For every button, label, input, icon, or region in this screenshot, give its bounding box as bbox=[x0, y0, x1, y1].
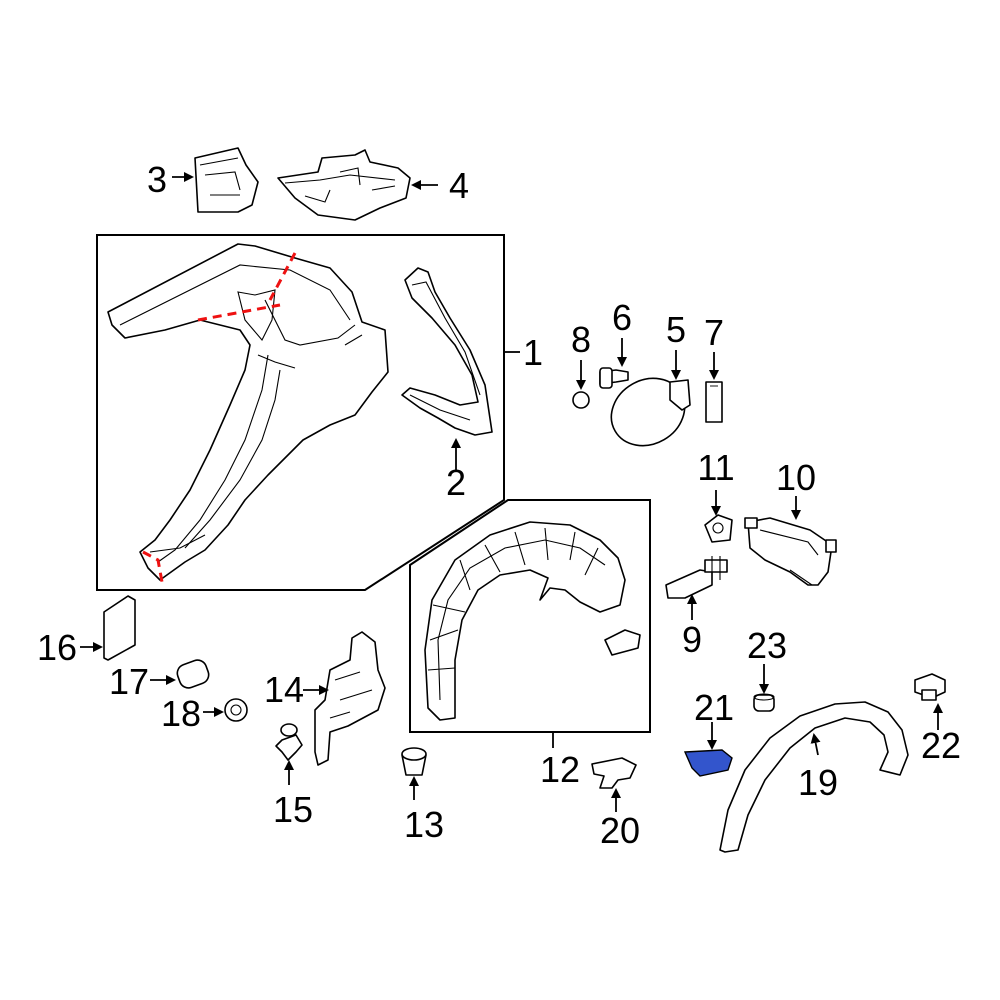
callout-18: 18 bbox=[161, 693, 201, 734]
part-22-bolt bbox=[914, 673, 946, 730]
callout-16: 16 bbox=[37, 627, 77, 668]
part-3-bracket bbox=[172, 147, 259, 213]
part-1-quarter-panel bbox=[107, 243, 389, 581]
callout-1: 1 bbox=[523, 332, 543, 373]
callout-22: 22 bbox=[921, 725, 961, 766]
callout-17: 17 bbox=[109, 661, 149, 702]
assembly-frame-1 bbox=[96, 234, 505, 591]
part-5-fuel-door bbox=[610, 350, 691, 447]
part-8-grommet bbox=[572, 360, 590, 409]
callout-labels: 1 2 3 4 5 6 7 8 9 10 11 12 13 14 15 16 1… bbox=[37, 159, 961, 851]
part-7-pad bbox=[705, 352, 723, 423]
callout-21: 21 bbox=[694, 687, 734, 728]
callout-6: 6 bbox=[612, 297, 632, 338]
part-20-clip bbox=[591, 757, 637, 812]
callout-5: 5 bbox=[666, 309, 686, 350]
callout-2: 2 bbox=[446, 462, 466, 503]
part-16-pad bbox=[80, 595, 136, 661]
callout-15: 15 bbox=[273, 789, 313, 830]
callout-7: 7 bbox=[704, 312, 724, 353]
part-14-shield bbox=[303, 631, 386, 766]
callout-10: 10 bbox=[776, 457, 816, 498]
part-9-lock-rod bbox=[665, 556, 728, 620]
part-19-arch-molding bbox=[719, 701, 909, 853]
part-6-screw bbox=[599, 338, 629, 389]
part-17-plug bbox=[150, 659, 210, 689]
callout-23: 23 bbox=[747, 625, 787, 666]
part-2-extension bbox=[401, 267, 493, 436]
callout-8: 8 bbox=[571, 319, 591, 360]
callout-9: 9 bbox=[682, 619, 702, 660]
callout-20: 20 bbox=[600, 810, 640, 851]
cut-line-rocker bbox=[142, 550, 164, 583]
part-18-grommet bbox=[203, 698, 248, 722]
callout-13: 13 bbox=[404, 804, 444, 845]
cut-line-upper bbox=[268, 252, 297, 301]
part-23-nut bbox=[753, 664, 775, 712]
part-13-clip bbox=[401, 747, 427, 800]
callout-11: 11 bbox=[697, 447, 734, 488]
part-15-clip bbox=[275, 723, 303, 785]
callout-3: 3 bbox=[147, 159, 167, 200]
callout-4: 4 bbox=[449, 165, 469, 206]
callout-19: 19 bbox=[798, 762, 838, 803]
part-4-bracket bbox=[277, 149, 438, 221]
assembly-frame-12 bbox=[409, 499, 651, 733]
part-10-actuator bbox=[744, 496, 837, 586]
part-21-bracket-highlighted bbox=[683, 722, 733, 777]
callout-14: 14 bbox=[264, 669, 304, 710]
callout-12: 12 bbox=[540, 749, 580, 790]
part-11-nut bbox=[704, 490, 733, 543]
part-12-wheel-liner bbox=[424, 521, 641, 721]
